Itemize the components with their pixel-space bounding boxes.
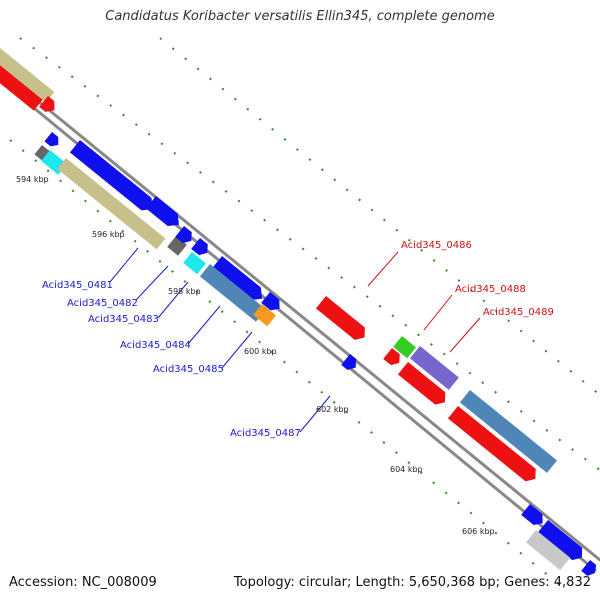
gene-label: Acid345_0487 [230,428,301,439]
gene-label: Acid345_0483 [88,314,159,325]
gene-arrow [315,296,365,340]
gene-arrow [191,238,208,256]
gene-arrow [69,140,153,211]
gene-arrow [211,256,263,300]
gene-arrow [397,362,446,405]
gene-labels: Acid345_0481 Acid345_0482 Acid345_0483 A… [42,240,554,439]
map-title: Candidatus Koribacter versatilis Ellin34… [105,9,495,24]
gene-arrow [44,132,59,147]
gene-arrow [521,504,543,525]
tick-label: 594 kbp [16,175,49,184]
gene-arrow [447,406,536,482]
tick-label: 604 kbp [390,465,423,474]
gene-label: Acid345_0481 [42,280,113,291]
gene-label: Acid345_0484 [120,340,191,351]
gene-arrow [383,348,400,366]
tick-label: 598 kbp [168,287,201,296]
gene-arrow [175,226,192,244]
gene-block [253,304,276,327]
gene-label: Acid345_0489 [483,307,554,318]
accession-text: Accession: NC_008009 [9,575,157,590]
gene-label: Acid345_0485 [153,364,224,375]
gene-block [409,346,459,390]
gene-arrow [39,96,55,112]
gene-arrow [537,520,583,561]
gene-block [57,158,166,250]
gene-block [393,336,416,359]
tick-label: 606 kbp [462,527,495,536]
tick-labels: 594 kbp 596 kbp 598 kbp 600 kbp 602 kbp … [16,175,495,536]
gene-block [199,264,266,322]
gene-block [525,530,571,571]
gene-features [0,48,597,576]
gene-arrow [581,560,597,576]
tick-dots [9,37,600,586]
genome-stats-text: Topology: circular; Length: 5,650,368 bp… [233,575,591,590]
tick-label: 596 kbp [92,230,125,239]
gene-label: Acid345_0486 [401,240,472,251]
gene-label: Acid345_0488 [455,284,526,295]
gene-arrow [145,196,179,227]
gene-block [459,390,558,473]
label-connectors [109,247,481,433]
gene-block [0,48,55,103]
gene-arrow [261,292,280,311]
gene-arrow [341,354,357,370]
gene-block [183,251,206,275]
tick-label: 602 kbp [316,405,349,414]
gene-block [0,61,43,111]
gene-label: Acid345_0482 [67,298,138,309]
tick-label: 600 kbp [244,347,277,356]
